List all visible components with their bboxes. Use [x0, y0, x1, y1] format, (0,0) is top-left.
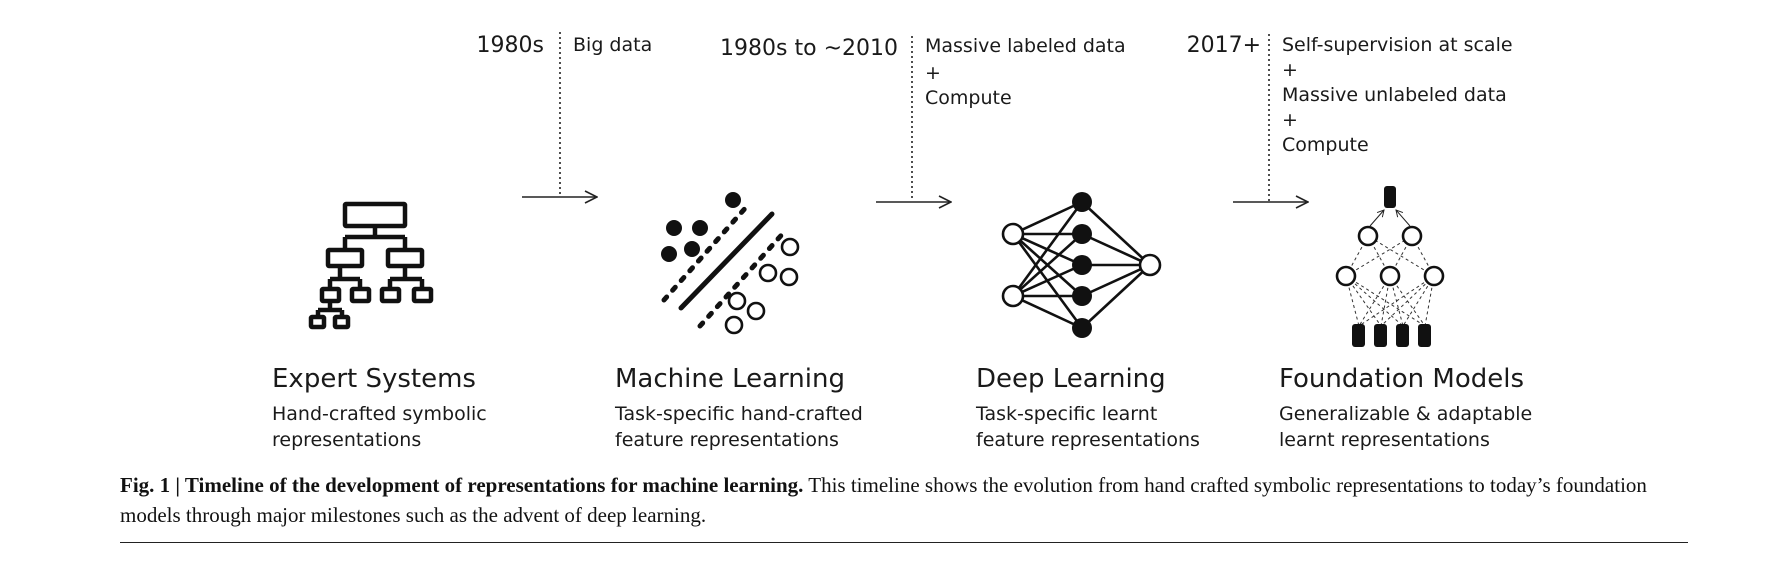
- milestone-driver: +: [1282, 59, 1298, 81]
- milestone-driver: +: [1282, 109, 1298, 131]
- milestone-era: 1980s to ~2010: [720, 36, 898, 61]
- milestone-1: 1980s Big data: [477, 32, 652, 197]
- milestone-2: 1980s to ~2010 Massive labeled data + Co…: [720, 35, 1126, 202]
- stage-title: Machine Learning: [615, 364, 845, 394]
- milestone-driver: Self-supervision at scale: [1282, 34, 1513, 56]
- milestone-driver: +: [925, 62, 941, 84]
- stage-foundation-models: Foundation Models Generalizable & adapta…: [1279, 364, 1532, 451]
- hierarchy-tree-icon: [308, 201, 434, 330]
- stage-deep-learning: Deep Learning Task-specific learnt featu…: [975, 364, 1200, 451]
- neural-network-icon: [1001, 192, 1162, 338]
- stage-subtitle: representations: [272, 429, 421, 451]
- milestone-era: 2017+: [1187, 33, 1261, 58]
- milestone-driver: Compute: [1282, 134, 1369, 156]
- caption-label: Fig. 1 | Timeline of the development of …: [120, 473, 804, 497]
- foundation-model-icon: [1335, 186, 1445, 347]
- caption-divider: [120, 542, 1688, 543]
- milestone-driver: Massive unlabeled data: [1282, 84, 1507, 106]
- milestone-driver: Massive labeled data: [925, 35, 1126, 57]
- classification-boundary-icon: [661, 192, 800, 335]
- stage-subtitle: Task-specific hand-crafted: [614, 403, 863, 425]
- stage-subtitle: Hand-crafted symbolic: [272, 403, 487, 425]
- milestone-driver: Compute: [925, 87, 1012, 109]
- stage-title: Foundation Models: [1279, 364, 1524, 394]
- figure-caption: Fig. 1 | Timeline of the development of …: [120, 470, 1688, 530]
- stage-subtitle: Generalizable & adaptable: [1279, 403, 1532, 425]
- milestone-driver: Big data: [573, 34, 652, 56]
- stage-title: Expert Systems: [272, 364, 476, 394]
- stage-subtitle: feature representations: [615, 429, 839, 451]
- stage-expert-systems: Expert Systems Hand-crafted symbolic rep…: [272, 364, 487, 451]
- stage-subtitle: learnt representations: [1279, 429, 1490, 451]
- stage-subtitle: feature representations: [976, 429, 1200, 451]
- milestone-era: 1980s: [477, 33, 544, 58]
- caption-text: This timeline shows the evolution from h…: [120, 473, 1647, 527]
- milestone-3: 2017+ Self-supervision at scale + Massiv…: [1187, 33, 1513, 202]
- stage-machine-learning: Machine Learning Task-specific hand-craf…: [614, 364, 863, 451]
- stage-subtitle: Task-specific learnt: [975, 403, 1157, 425]
- stage-title: Deep Learning: [976, 364, 1166, 394]
